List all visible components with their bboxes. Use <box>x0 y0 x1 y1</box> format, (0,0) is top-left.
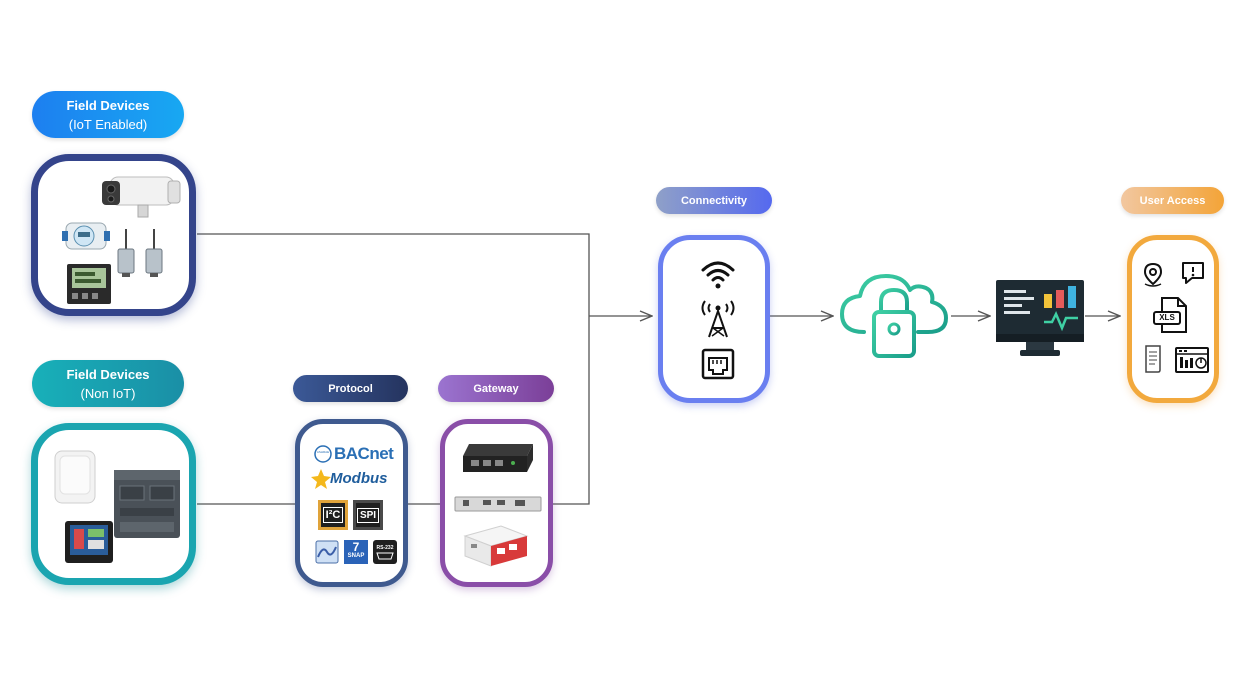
connectivity-label: Connectivity <box>680 194 747 207</box>
non-iot-devices-subtitle: (Non IoT) <box>80 385 136 401</box>
snap7-number: 7 <box>352 540 360 554</box>
protocol-card: ASHRAE BACnet Modbus I²C SPI 7 SNAP RS-2… <box>295 419 408 587</box>
spi-text: SPI <box>356 507 380 523</box>
user-access-card: XLS <box>1127 235 1219 403</box>
hmi-panel-icon <box>65 521 113 563</box>
dashboard-icon <box>1175 347 1209 373</box>
signal-wave-icon <box>315 540 339 564</box>
non-iot-devices-pill: Field Devices (Non IoT) <box>32 360 184 407</box>
gateway-label: Gateway <box>473 382 519 395</box>
thermostat-icon <box>54 450 96 504</box>
ashrae-seal-icon <box>314 445 332 463</box>
water-meter-icon <box>62 222 110 250</box>
i2c-chip: I²C <box>318 500 348 530</box>
wireless-sensor-icon <box>117 229 163 277</box>
gateway-pill: Gateway <box>438 375 554 402</box>
iot-devices-pill: Field Devices (IoT Enabled) <box>32 91 184 138</box>
alert-bubble-icon <box>1182 262 1204 284</box>
connectivity-card <box>658 235 770 403</box>
gateway-case-icon <box>463 525 529 567</box>
bacnet-text: BACnet <box>334 444 394 463</box>
camera-icon <box>102 176 181 218</box>
modbus-text: Modbus <box>330 470 388 487</box>
gateway-rack-icon <box>454 496 542 512</box>
gateway-card <box>440 419 553 587</box>
rs232-text: RS-232 <box>376 544 394 551</box>
snap7-logo: 7 SNAP <box>344 540 368 564</box>
xls-file-icon: XLS <box>1152 296 1192 334</box>
ethernet-port-icon <box>701 348 735 380</box>
monitor-dashboard-icon <box>996 280 1084 356</box>
power-meter-icon <box>67 264 111 304</box>
iot-devices-title: Field Devices <box>66 97 150 113</box>
xls-text: XLS <box>1159 313 1175 322</box>
i2c-text: I²C <box>322 507 344 523</box>
modbus-logo: Modbus <box>310 468 402 492</box>
iot-devices-card <box>31 154 196 316</box>
user-access-pill: User Access <box>1121 187 1224 214</box>
non-iot-devices-card <box>31 423 196 585</box>
cell-tower-icon <box>701 300 735 338</box>
bacnet-logo: ASHRAE BACnet <box>314 444 396 466</box>
user-access-label: User Access <box>1139 194 1206 207</box>
connectivity-pill: Connectivity <box>656 187 772 214</box>
file-outline-icon <box>1153 297 1187 333</box>
plc-icon <box>114 470 180 538</box>
location-pin-icon <box>1143 262 1163 287</box>
rs232-connector: RS-232 <box>373 540 397 564</box>
modbus-star-icon <box>311 469 331 489</box>
wifi-icon <box>701 261 735 289</box>
gateway-box-icon <box>463 444 533 472</box>
gateway-to-junction-line <box>552 316 590 505</box>
protocol-label: Protocol <box>328 382 373 395</box>
spi-chip: SPI <box>353 500 383 530</box>
report-scroll-icon <box>1145 345 1161 373</box>
snap7-text: SNAP <box>347 553 365 559</box>
protocol-pill: Protocol <box>293 375 408 402</box>
iot-devices-subtitle: (IoT Enabled) <box>68 116 148 132</box>
db9-port-icon <box>376 552 394 559</box>
iot-to-connectivity-line <box>197 233 590 316</box>
cloud-lock-icon <box>840 274 948 358</box>
non-iot-devices-title: Field Devices <box>66 366 150 382</box>
bacnet-seal-text: ASHRAE <box>316 450 330 454</box>
